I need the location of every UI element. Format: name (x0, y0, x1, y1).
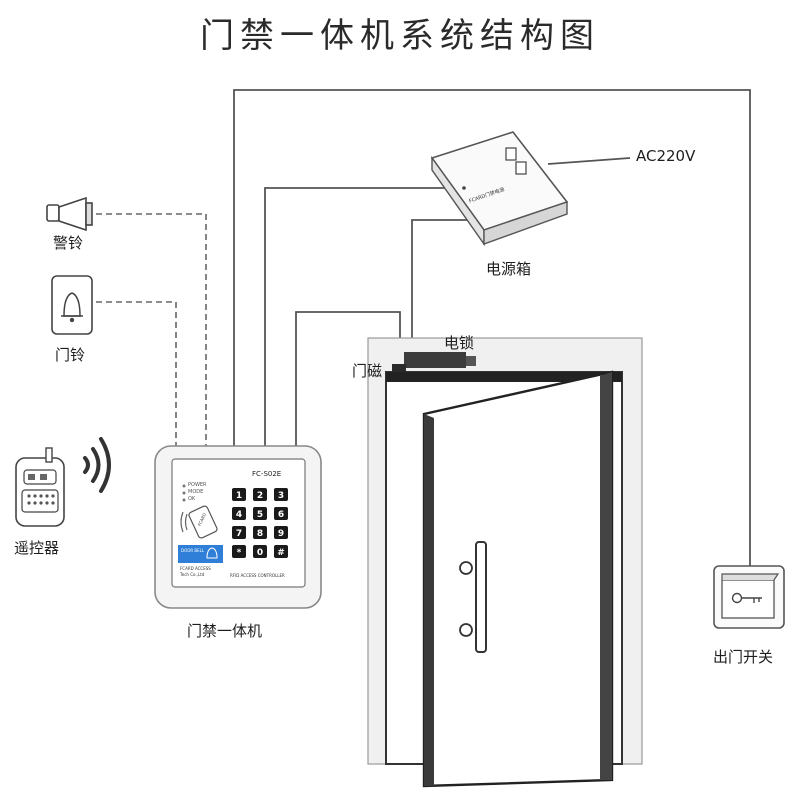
diagram-title: 门禁一体机系统结构图 (200, 16, 600, 56)
exit-switch-wire (233, 89, 751, 572)
keypad-key-label: 3 (278, 491, 284, 501)
power-box-label: 电源箱 (486, 260, 532, 278)
controller-label: 门禁一体机 (187, 622, 263, 640)
doorbell-icon (51, 275, 93, 335)
keypad-key-label: 2 (257, 491, 263, 501)
keypad-key-label: 5 (257, 510, 263, 520)
keypad-key-bg (274, 507, 288, 520)
keypad-key-label: 7 (236, 529, 242, 539)
dashed-wiring (96, 213, 207, 448)
keypad-key-label: 4 (236, 510, 242, 520)
keypad-key-bg (274, 488, 288, 501)
exit-button-label: 出门开关 (713, 648, 774, 666)
keypad-key-bg (232, 507, 246, 520)
brand-line2: Tech Co.,Ltd (180, 572, 205, 577)
keypad-key-label: 0 (257, 548, 263, 558)
keypad-key-bg (232, 526, 246, 539)
keypad-key-label: # (277, 548, 285, 558)
keypad-key-bg (253, 526, 267, 539)
indicator-lights (182, 484, 186, 502)
keypad-key-bg (232, 488, 246, 501)
keypad-key-label: * (237, 548, 242, 558)
ac-input-label: AC220V (636, 147, 696, 165)
power-wire (264, 187, 448, 448)
exit-button-icon (713, 565, 785, 629)
wiring (233, 89, 751, 572)
keypad-key-label: 9 (278, 529, 284, 539)
door-magnet-label: 门磁 (352, 362, 383, 380)
bell-text: DOOR BELL (181, 548, 205, 553)
remote-icon (15, 447, 65, 527)
indicator-power: POWER (188, 482, 207, 488)
keypad-key-label: 1 (236, 491, 242, 501)
keypad: 1 2 3 4 5 6 7 8 9 * 0 # (232, 488, 288, 558)
magnet-wire (295, 311, 401, 448)
keypad-key-bg (253, 545, 267, 558)
doorbell-label: 门铃 (55, 346, 86, 364)
electric-lock-icon (404, 352, 476, 368)
power-box (430, 131, 569, 247)
card-icon (180, 505, 218, 539)
door-handle-icon (475, 541, 487, 653)
keypad-key-bg (274, 526, 288, 539)
controller-model: FC-S02E (252, 470, 282, 478)
remote-label: 遥控器 (14, 539, 60, 557)
brand-line1: FCARD ACCESS (180, 566, 211, 571)
keypad-key-bg (253, 507, 267, 520)
wireless-signal-icon (83, 437, 111, 493)
lock-wire (411, 219, 490, 350)
controller-caption: RFID ACCESS CONTROLLER (230, 573, 285, 578)
bell-icon (206, 547, 218, 559)
ac-wire (547, 157, 631, 165)
alarm-wire (96, 213, 207, 448)
alarm-label: 警铃 (53, 234, 84, 252)
indicator-mode: MODE (188, 489, 204, 495)
alarm-icon (46, 196, 93, 232)
keypad-key-label: 8 (257, 529, 263, 539)
keypad-key-bg (253, 488, 267, 501)
electric-lock-label: 电锁 (444, 334, 475, 352)
access-controller: 1 2 3 4 5 6 7 8 9 * 0 # (154, 445, 322, 609)
keypad-key-bg (274, 545, 288, 558)
doorbell-wire (96, 301, 177, 448)
keypad-key-label: 6 (278, 510, 284, 520)
indicator-ok: OK (188, 496, 196, 502)
door-leaf (422, 370, 614, 788)
keypad-key-bg (232, 545, 246, 558)
door-magnet-icon (392, 364, 406, 372)
